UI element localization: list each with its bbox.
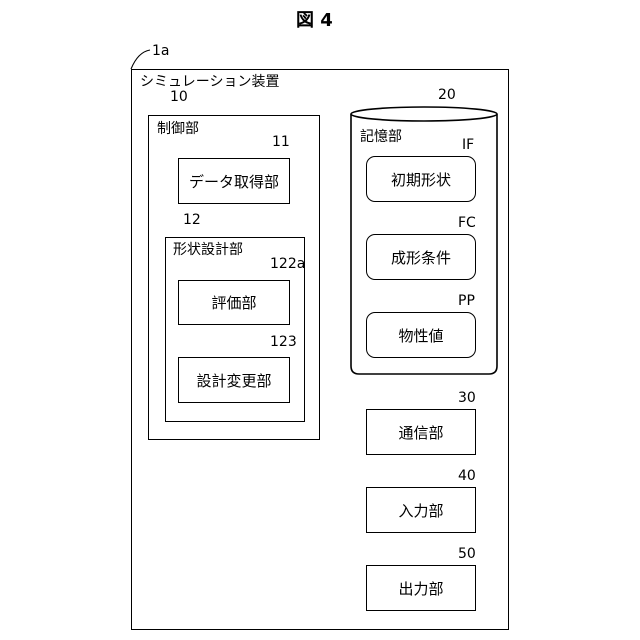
storage-ref: 20: [438, 88, 456, 102]
evaluation-box: 評価部: [178, 280, 290, 325]
design-change-box: 設計変更部: [178, 357, 290, 403]
control-label: 制御部: [157, 122, 199, 136]
input-box: 入力部: [366, 487, 476, 533]
physical-properties-box: 物性値: [366, 312, 476, 358]
initial-shape-box: 初期形状: [366, 156, 476, 202]
physical-properties-label: 物性値: [398, 325, 443, 346]
initial-shape-ref: IF: [462, 138, 474, 152]
input-ref: 40: [458, 469, 476, 483]
forming-conditions-ref: FC: [458, 216, 476, 230]
storage-label: 記憶部: [360, 130, 402, 144]
data-acquisition-label: データ取得部: [189, 171, 279, 192]
physical-properties-ref: PP: [458, 294, 475, 308]
leader-1a: [131, 50, 150, 69]
evaluation-ref: 122a: [270, 257, 305, 271]
data-acquisition-box: データ取得部: [178, 158, 290, 204]
device-ref: 1a: [152, 44, 170, 58]
output-ref: 50: [458, 547, 476, 561]
communication-ref: 30: [458, 391, 476, 405]
design-change-label: 設計変更部: [196, 370, 271, 391]
output-label: 出力部: [398, 578, 443, 599]
device-label: シミュレーション装置: [140, 75, 279, 89]
output-box: 出力部: [366, 565, 476, 611]
input-label: 入力部: [398, 500, 443, 521]
forming-conditions-box: 成形条件: [366, 234, 476, 280]
figure-title: 図 4: [296, 12, 333, 30]
forming-conditions-label: 成形条件: [391, 247, 451, 268]
data-acquisition-ref: 11: [272, 135, 290, 149]
communication-box: 通信部: [366, 409, 476, 455]
control-ref: 10: [170, 90, 188, 104]
communication-label: 通信部: [398, 422, 443, 443]
initial-shape-label: 初期形状: [391, 169, 451, 190]
evaluation-label: 評価部: [211, 292, 256, 313]
design-change-ref: 123: [270, 335, 297, 349]
shape-design-label: 形状設計部: [173, 243, 243, 257]
shape-design-ref: 12: [183, 213, 201, 227]
